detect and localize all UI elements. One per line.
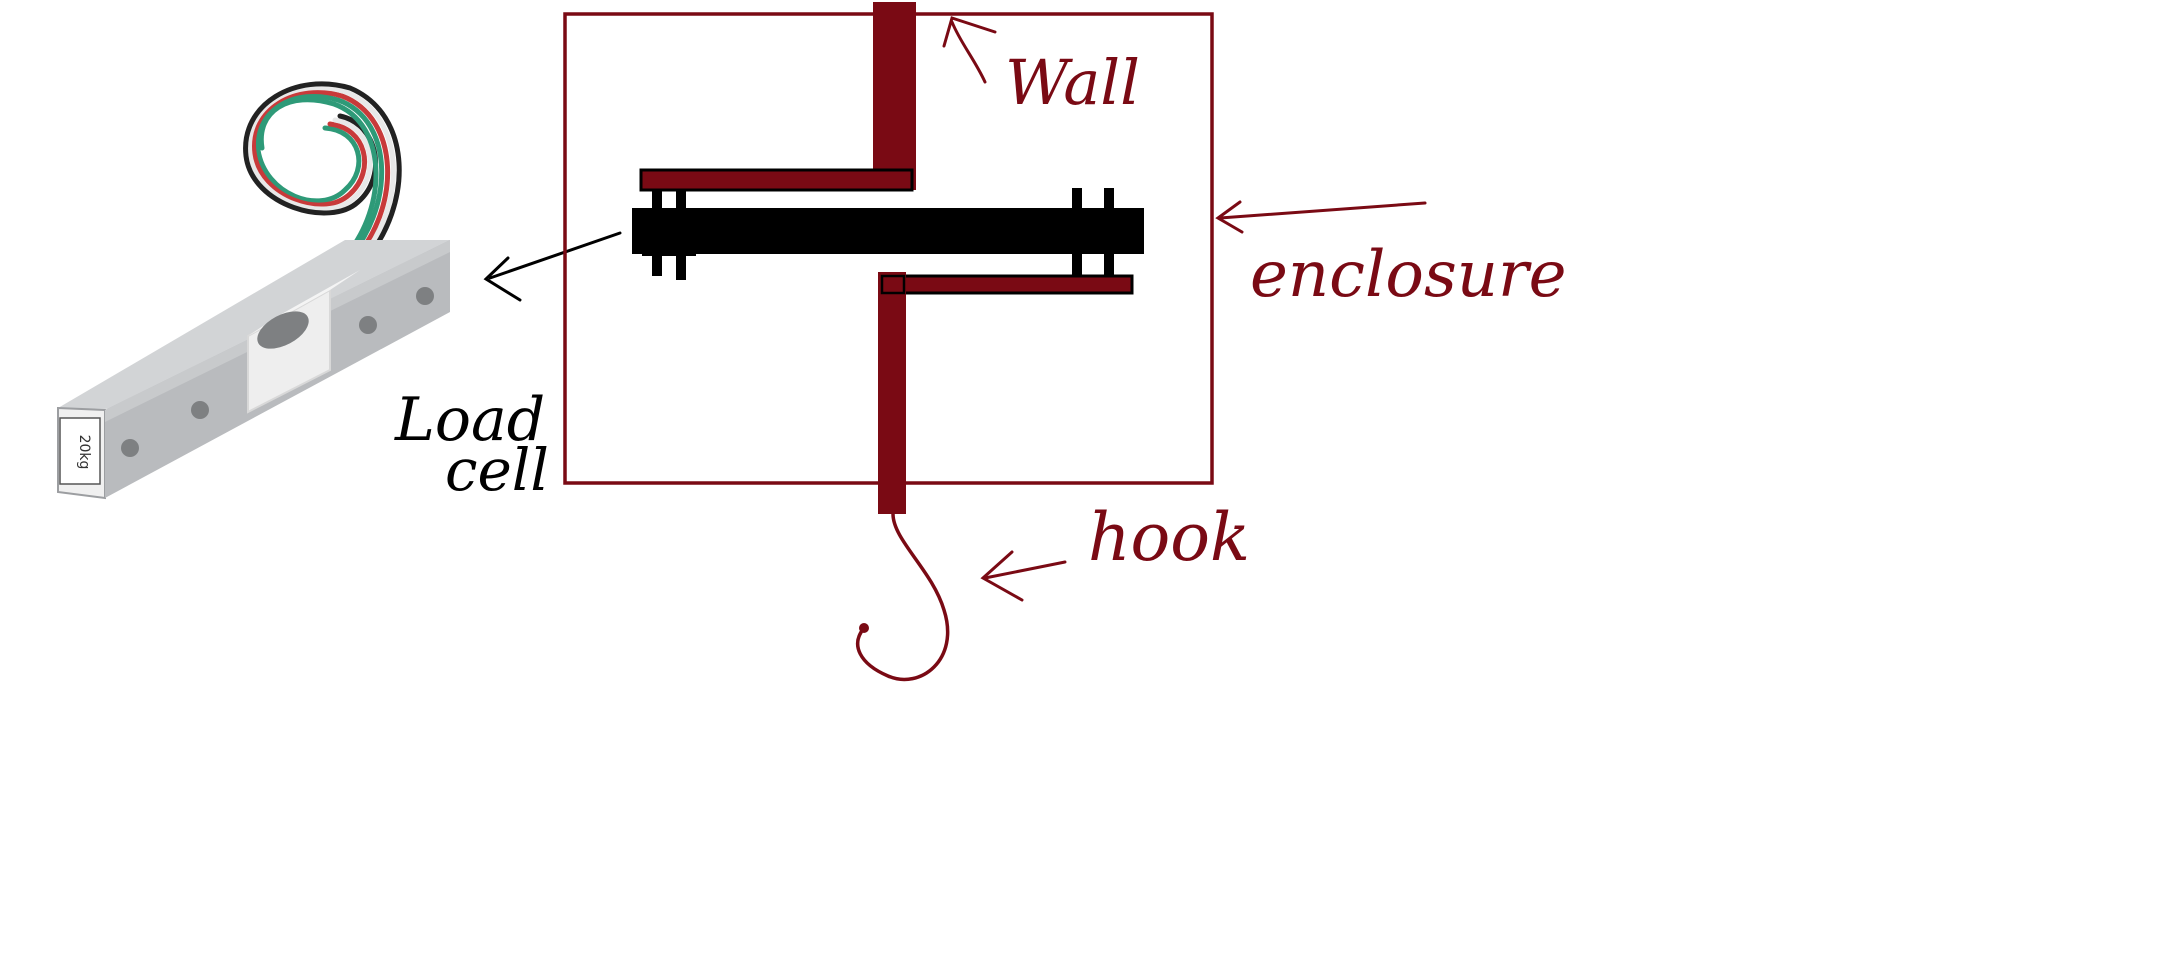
load-cell-marking: 20kg <box>76 435 92 470</box>
beam <box>632 208 1144 254</box>
beam-bolt-nut <box>1062 214 1124 222</box>
mount-hole <box>121 439 139 457</box>
load-cell-hole <box>257 311 309 349</box>
hook-icon <box>856 512 950 682</box>
load-cell-tape <box>247 288 331 414</box>
beam-bolt <box>1072 188 1082 278</box>
load-cell-icon: 20kg <box>57 81 450 500</box>
top-wall-arm <box>639 168 914 192</box>
load-cell-label-plate <box>59 417 101 485</box>
load-cell-arrow <box>483 231 622 302</box>
load-cell-label-line1: Load <box>394 385 545 455</box>
beam-bolt-nut <box>1062 242 1124 250</box>
load-cell-label-line2: cell <box>445 436 549 504</box>
beam-bolt <box>676 190 686 280</box>
load-cell-top-face <box>58 240 450 410</box>
bottom-hanger-column <box>878 272 906 514</box>
hook-label: hook <box>1088 499 1250 576</box>
bottom-hanger-joint <box>880 274 906 295</box>
hook-tip <box>859 623 869 633</box>
beam-bolt <box>652 190 662 276</box>
bottom-hanger-arm <box>878 274 1134 295</box>
mount-hole <box>191 401 209 419</box>
mount-hole <box>359 316 377 334</box>
beam-bolt <box>1104 188 1114 278</box>
enclosure-label: enclosure <box>1250 238 1566 312</box>
top-wall-column <box>873 2 916 190</box>
wall-label: Wall <box>1005 46 1140 119</box>
enclosure-arrow <box>1215 200 1427 234</box>
wall-arrow <box>942 16 997 84</box>
beam-bolt-nut <box>642 218 696 226</box>
beam-bolt-nut <box>642 248 696 256</box>
hook-arrow <box>980 550 1067 602</box>
mount-hole <box>416 287 434 305</box>
wire-coil <box>243 81 402 265</box>
